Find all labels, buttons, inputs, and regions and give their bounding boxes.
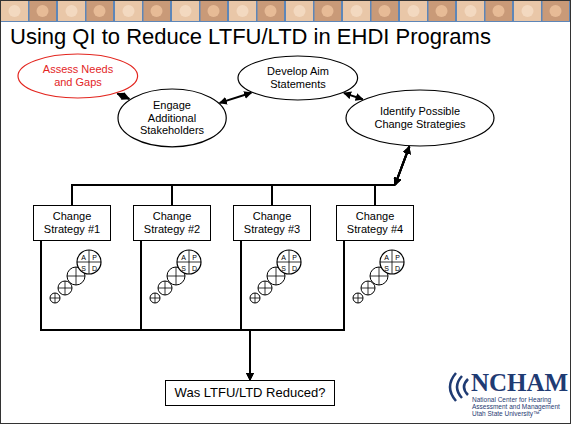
pdsa-letter: A [181, 253, 186, 260]
pdsa-letter: A [281, 253, 286, 260]
pdsa-letter: P [292, 253, 297, 260]
connector-line [72, 185, 395, 205]
logo-text: National Center for Hearing [472, 397, 551, 404]
connector-line [344, 93, 363, 99]
process-box: Was LTFU/LTD Reduced? [165, 380, 335, 406]
connector-line [117, 94, 129, 100]
connector-line [272, 185, 395, 205]
oval-shape [118, 89, 226, 147]
pdsa-cycle-icon [250, 250, 301, 303]
pdsa-cycle-icon [50, 250, 101, 303]
logo-text: NCHAM [471, 370, 568, 395]
connector [172, 147, 409, 205]
connector-line [395, 147, 409, 185]
node-label: Change Strategy #3 [239, 210, 305, 235]
baby-photos [0, 0, 571, 22]
pdsa-letter: D [292, 264, 297, 271]
connector-line [395, 147, 409, 185]
process-oval: Assess Needs and Gaps [17, 53, 139, 99]
connector [250, 241, 344, 380]
pdsa-cycle-icon [353, 250, 404, 303]
pdsa-letter: S [181, 264, 186, 271]
pdsa-letter: A [384, 253, 389, 260]
process-oval: Identify Possible Change Strategies [345, 89, 495, 147]
logo-arcs [450, 373, 468, 401]
connector-line [250, 241, 344, 380]
connector-line [41, 241, 250, 380]
node-label: Assess Needs and Gaps [38, 63, 118, 88]
pdsa-letter: D [395, 264, 400, 271]
process-oval: Develop Aim Statements [237, 55, 359, 101]
oval-shape [346, 90, 494, 146]
connector-line [395, 147, 409, 185]
connector-line [375, 185, 395, 205]
pdsa-cycle-icon [150, 250, 201, 303]
connector [72, 147, 409, 205]
node-label: Engage Additional Stakeholders [136, 99, 208, 137]
connector-line [220, 93, 252, 103]
process-box: Change Strategy #2 [133, 205, 211, 241]
process-box: Change Strategy #4 [336, 205, 414, 241]
pdsa-letter: S [81, 264, 86, 271]
connector-line [141, 241, 250, 380]
node-label: Develop Aim Statements [258, 65, 338, 90]
pdsa-letter: S [384, 264, 389, 271]
connector [241, 241, 250, 380]
connector-line [395, 147, 409, 185]
node-label: Change Strategy #2 [139, 210, 205, 235]
pdsa-letter: A [81, 253, 86, 260]
logo-text: Utah State University™ [472, 411, 540, 418]
process-oval: Engage Additional Stakeholders [117, 88, 227, 148]
slide-title: Using QI to Reduce LTFU/LTD in EHDI Prog… [10, 24, 491, 49]
node-label: Change Strategy #1 [39, 210, 105, 235]
connector [344, 93, 363, 99]
node-label: Change Strategy #4 [342, 210, 408, 235]
oval-shape [238, 56, 358, 100]
connector-line [241, 241, 250, 380]
node-label: Was LTFU/LTD Reduced? [175, 386, 326, 401]
connector [272, 147, 409, 205]
connector [117, 94, 129, 100]
process-box: Change Strategy #1 [33, 205, 111, 241]
connector-line [172, 185, 395, 205]
connector [41, 241, 250, 380]
pdsa-letter: S [281, 264, 286, 271]
pdsa-letter: D [92, 264, 97, 271]
connector [375, 147, 409, 205]
process-box: Change Strategy #3 [233, 205, 311, 241]
pdsa-letter: P [395, 253, 400, 260]
pdsa-letter: D [192, 264, 197, 271]
photo-banner [0, 0, 571, 22]
node-label: Identify Possible Change Strategies [370, 105, 470, 130]
connector [141, 241, 250, 380]
logo-text: Assessment and Management [472, 404, 560, 411]
connector [220, 93, 252, 103]
pdsa-letter: P [92, 253, 97, 260]
pdsa-letter: P [192, 253, 197, 260]
oval-shape [18, 54, 138, 98]
